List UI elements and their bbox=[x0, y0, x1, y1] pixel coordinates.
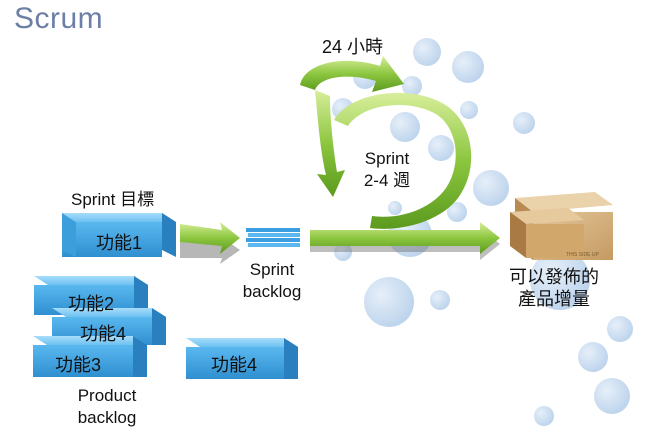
increment-label: 可以發佈的 產品增量 bbox=[509, 267, 599, 309]
sprint-cycle-label: Sprint 2-4 週 bbox=[363, 149, 411, 190]
box-stamp: THIS SIDE UP bbox=[566, 252, 599, 258]
feature-3-label: 功能3 bbox=[55, 355, 102, 375]
product-backlog-label: Product backlog bbox=[77, 386, 137, 427]
page-title: Scrum bbox=[14, 2, 104, 35]
feature-box-4a bbox=[52, 308, 166, 345]
feature-1-label: 功能1 bbox=[96, 233, 143, 253]
sprint-backlog-label: Sprint backlog bbox=[242, 260, 302, 301]
sprint-backlog-stack bbox=[246, 228, 300, 247]
feature-box-1 bbox=[62, 213, 176, 257]
feature-4-label: 功能4 bbox=[80, 324, 127, 344]
feature-2-label: 功能2 bbox=[68, 294, 115, 314]
sprint-cycle-arrow bbox=[310, 92, 500, 260]
daily-cycle-arrow bbox=[300, 56, 404, 197]
feature-box-4b bbox=[186, 338, 298, 379]
product-increment-boxes: THIS SIDE UP bbox=[510, 192, 613, 260]
feature-box-3 bbox=[33, 336, 147, 377]
daily-cycle-label: 24 小時 bbox=[322, 37, 384, 57]
to-sprint-backlog-arrow bbox=[180, 222, 240, 264]
feature-4b-label: 功能4 bbox=[211, 355, 258, 375]
bubble-decoration bbox=[332, 38, 633, 426]
sprint-goal-label: Sprint 目標 bbox=[71, 190, 155, 209]
